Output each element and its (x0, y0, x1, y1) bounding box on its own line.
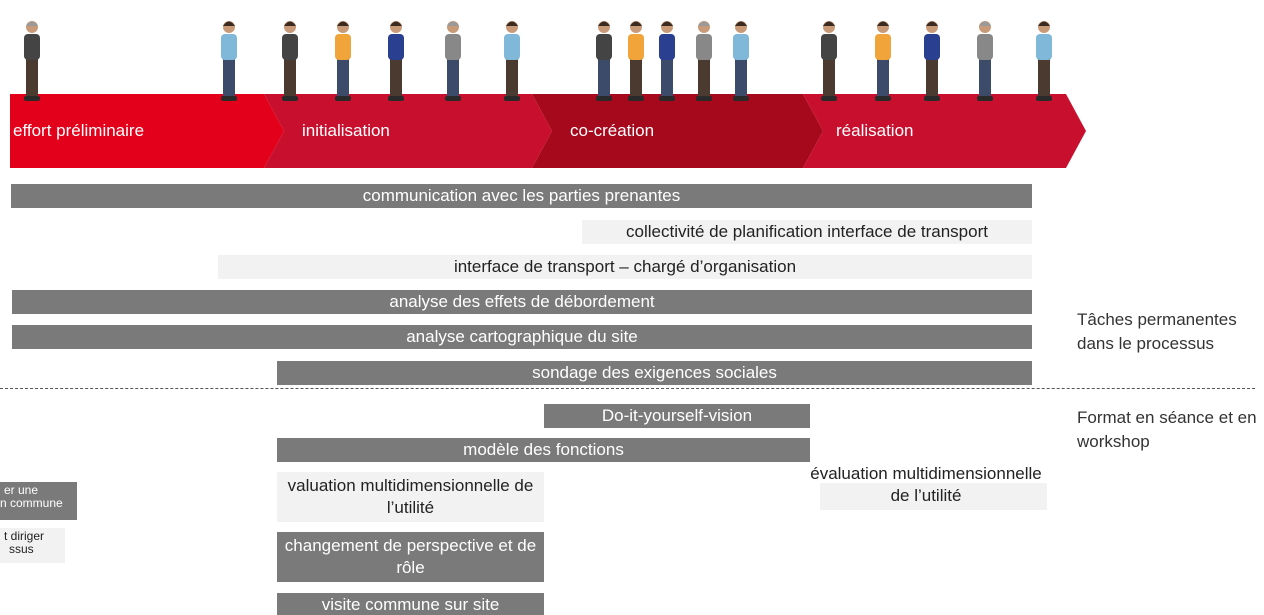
person-figure-icon (977, 21, 993, 101)
phase-label-effort-preliminaire: effort préliminaire (13, 121, 145, 140)
person-figure-icon (924, 21, 940, 101)
person-figure-icon (733, 21, 749, 101)
legend-dark-line2: n commune (0, 496, 63, 510)
person-figure-icon (628, 21, 644, 101)
person-figure-icon (1036, 21, 1052, 101)
person-figure-icon (221, 21, 237, 101)
legend-dark-swatch: er une n commune (0, 482, 77, 520)
legend-light-line2: ssus (9, 542, 34, 556)
task-bar-collectivite-planification: collectivité de planification interface … (582, 220, 1032, 244)
legend-light-line1: t diriger (4, 529, 45, 543)
person-figure-icon (282, 21, 298, 101)
person-figure-icon (696, 21, 712, 101)
person-figure-icon (596, 21, 612, 101)
person-figure-icon (504, 21, 520, 101)
phase-arrow-3 (532, 94, 823, 168)
person-figure-icon (388, 21, 404, 101)
person-figure-icon (335, 21, 351, 101)
workshop-box-evaluation-utilite: évaluation multidimensionnelle de l’util… (810, 464, 1042, 505)
side-label-workshop-format: Format en séance et en workshop (1077, 408, 1257, 451)
phase-arrow-1 (10, 94, 284, 168)
task-bar-analyse-cartographique: analyse cartographique du site (12, 325, 1032, 349)
task-bar-effets-debordement: analyse des effets de débordement (12, 290, 1032, 314)
person-figure-icon (821, 21, 837, 101)
person-figure-icon (659, 21, 675, 101)
person-figure-icon (24, 21, 40, 101)
task-bar-charge-organisation: interface de transport – chargé d’organi… (218, 255, 1032, 279)
phase-arrow-diagram (10, 21, 1086, 168)
workshop-bar-visite-commune: visite commune sur site (277, 593, 544, 615)
workshop-bar-modele-fonctions: modèle des fonctions (277, 438, 810, 462)
phase-label-initialisation: initialisation (302, 121, 390, 140)
phase-arrow-2 (264, 94, 552, 168)
side-label-permanent-tasks: Tâches permanentes dans le processus (1077, 310, 1237, 353)
legend-dark-line1: er une (4, 483, 39, 497)
person-figure-icon (445, 21, 461, 101)
phase-label-co-creation: co-création (570, 121, 655, 140)
workshop-box-valuation-utilite: valuation multidimensionnelle de l’utili… (277, 472, 544, 522)
legend-light-swatch: t diriger ssus (0, 528, 65, 563)
workshop-box-changement-perspective: changement de perspective et de rôle (277, 532, 544, 582)
task-bar-communication: communication avec les parties prenantes (11, 184, 1032, 208)
phase-arrow-4 (803, 94, 1086, 168)
phase-label-realisation: réalisation (836, 121, 914, 140)
section-divider (0, 388, 1255, 389)
workshop-bar-do-it-yourself: Do-it-yourself-vision (544, 404, 810, 428)
person-figure-icon (875, 21, 891, 101)
task-bar-exigences-sociales: sondage des exigences sociales (277, 361, 1032, 385)
